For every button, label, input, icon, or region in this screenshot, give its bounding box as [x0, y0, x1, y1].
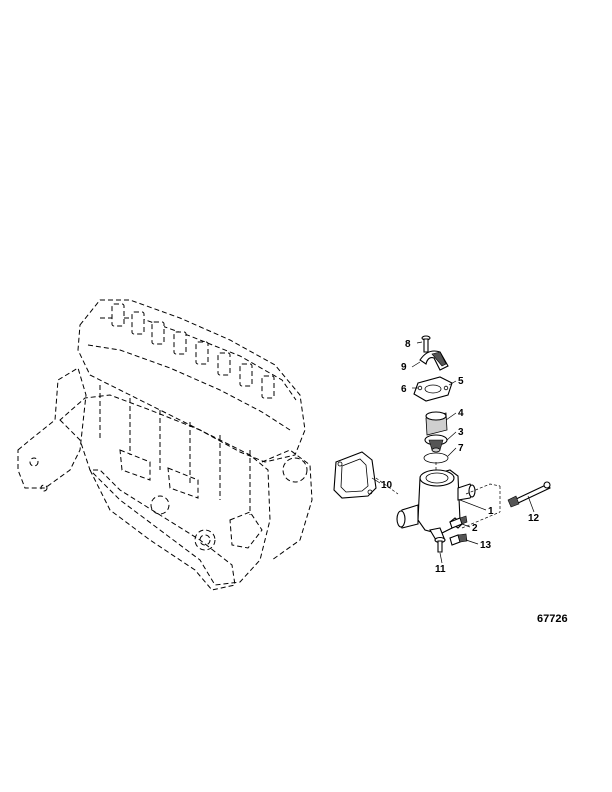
- part-thermostat-housing-1: [396, 469, 476, 541]
- part-o-ring-7: [423, 452, 449, 464]
- part-gasket-6: [413, 376, 453, 402]
- callout-2: 2: [472, 523, 478, 534]
- callout-5: 5: [458, 376, 464, 387]
- callout-labels: 8 9 6 5 4 3 7 10 1 2 13 11 12: [381, 339, 540, 575]
- part-cover-4: [425, 411, 448, 436]
- callout-3: 3: [458, 427, 464, 438]
- engine-block-illustration: [17, 299, 313, 591]
- callout-12: 12: [528, 513, 540, 524]
- part-bolt-11: [434, 536, 446, 553]
- part-sender-13: [449, 533, 468, 546]
- part-bolt-8: [421, 335, 431, 353]
- assembly-lines: [375, 462, 501, 529]
- callout-10: 10: [381, 480, 393, 491]
- part-sensor-12: [507, 481, 551, 508]
- callout-13: 13: [480, 540, 492, 551]
- callout-1: 1: [488, 506, 494, 517]
- part-gasket-10: [333, 451, 377, 499]
- callout-6: 6: [401, 384, 407, 395]
- callout-8: 8: [405, 339, 411, 350]
- leader-lines: [371, 341, 535, 564]
- figure-number: 67726: [537, 613, 568, 625]
- part-clamp-9: [419, 350, 449, 371]
- callout-11: 11: [435, 564, 446, 575]
- part-thermostat-3: [424, 434, 448, 453]
- callout-9: 9: [401, 362, 407, 373]
- callout-7: 7: [458, 443, 464, 454]
- callout-4: 4: [458, 408, 464, 419]
